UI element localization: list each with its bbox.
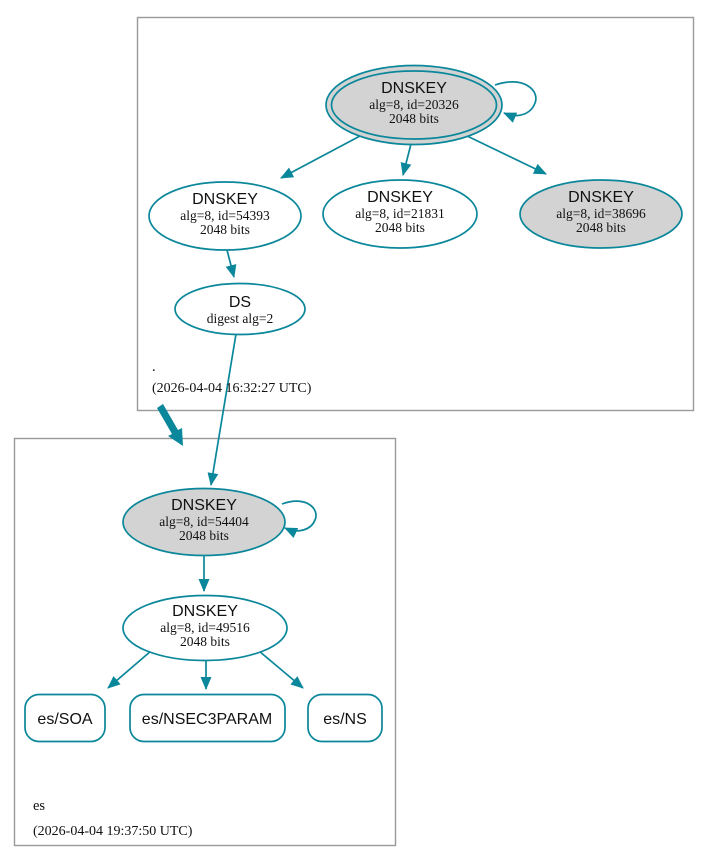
node-bits: 2048 bits <box>180 634 230 649</box>
edge-54404-selfloop <box>281 500 317 539</box>
dnskey-node-21831: DNSKEY alg=8, id=21831 2048 bits <box>322 179 478 249</box>
dnskey-node-38696: DNSKEY alg=8, id=38696 2048 bits <box>519 179 683 249</box>
dnskey-node-49516: DNSKEY alg=8, id=49516 2048 bits <box>122 594 288 662</box>
node-bits: 2048 bits <box>200 222 250 237</box>
ds-node: DS digest alg=2 <box>174 282 306 336</box>
node-bits: 2048 bits <box>179 528 229 543</box>
rrset-node-es-soa: es/SOA <box>24 693 106 743</box>
node-title: DNSKEY <box>367 189 433 206</box>
node-title: DS <box>229 294 251 311</box>
zone-timestamp-root: (2026-04-04 16:32:27 UTC) <box>152 381 312 396</box>
node-title: DNSKEY <box>172 603 238 620</box>
node-detail: digest alg=2 <box>207 311 273 326</box>
dnskey-node-54393: DNSKEY alg=8, id=54393 2048 bits <box>148 181 302 251</box>
node-title: DNSKEY <box>171 497 237 514</box>
node-detail: alg=8, id=54393 <box>180 208 270 223</box>
edge-ksk20326-to-54393 <box>280 135 361 179</box>
node-detail: alg=8, id=54404 <box>159 514 249 529</box>
edge-49516-to-ns <box>258 650 304 689</box>
zone-timestamp-es: (2026-04-04 19:37:50 UTC) <box>33 824 193 839</box>
dnskey-node-54404: DNSKEY alg=8, id=54404 2048 bits <box>122 487 286 557</box>
node-detail: alg=8, id=49516 <box>160 620 250 635</box>
node-bits: 2048 bits <box>389 111 439 126</box>
rrset-label: es/NSEC3PARAM <box>142 711 272 728</box>
zone-name-es: es <box>33 798 45 814</box>
edge-49516-to-soa <box>107 650 152 689</box>
delegation-arrow-root-to-es <box>157 404 183 446</box>
node-detail: alg=8, id=21831 <box>355 206 444 221</box>
zone-name-root: . <box>152 359 156 375</box>
node-bits: 2048 bits <box>375 220 425 235</box>
edge-54393-to-ds <box>225 249 237 278</box>
node-detail: alg=8, id=20326 <box>369 97 459 112</box>
node-title: DNSKEY <box>381 80 447 97</box>
rrset-label: es/SOA <box>37 711 92 728</box>
dnskey-node-20326: DNSKEY alg=8, id=20326 2048 bits <box>325 64 503 146</box>
zone-box-es <box>13 437 397 847</box>
node-bits: 2048 bits <box>576 220 626 235</box>
edge-ds-to-54404 <box>207 333 237 486</box>
rrset-label: es/NS <box>323 711 367 728</box>
rrset-node-es-ns: es/NS <box>307 693 383 743</box>
node-title: DNSKEY <box>568 189 634 206</box>
node-detail: alg=8, id=38696 <box>556 206 646 221</box>
node-title: DNSKEY <box>192 191 258 208</box>
rrset-node-es-nsec3param: es/NSEC3PARAM <box>129 693 286 743</box>
edge-ksk20326-to-21831 <box>400 143 412 176</box>
edge-ksk20326-selfloop <box>494 81 537 123</box>
zone-box-root <box>136 16 695 412</box>
edge-ksk20326-to-38696 <box>462 133 547 175</box>
